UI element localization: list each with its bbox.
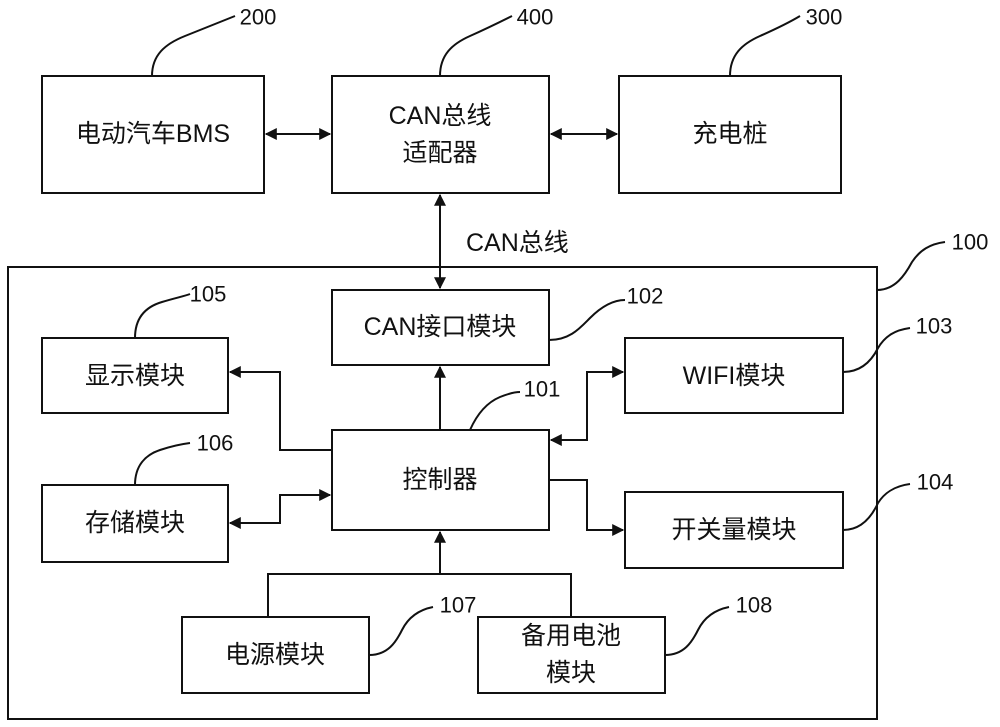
- ref-108-leader: [664, 606, 730, 656]
- controller-to-switch: [549, 479, 625, 536]
- ref-400: 400: [517, 5, 554, 30]
- display-block: 显示模块: [41, 337, 229, 414]
- wifi-label: WIFI模块: [683, 362, 786, 390]
- ref-102-leader: [548, 299, 626, 341]
- ref-103: 103: [916, 314, 953, 339]
- ref-104-leader: [842, 483, 911, 531]
- power-label: 电源模块: [225, 641, 325, 669]
- controller-label: 控制器: [402, 466, 477, 494]
- battery-label-line1: 备用电池: [521, 622, 621, 650]
- adapter-label-line2: 适配器: [402, 139, 477, 167]
- can-interface-label: CAN接口模块: [364, 313, 517, 341]
- can-adapter-block: CAN总线 适配器: [331, 75, 550, 194]
- ref-104: 104: [917, 470, 954, 495]
- bms-block: 电动汽车BMS: [41, 75, 265, 194]
- ref-105: 105: [190, 282, 227, 307]
- storage-block: 存储模块: [41, 484, 229, 563]
- can-interface-block: CAN接口模块: [331, 289, 550, 366]
- ref-300-leader: [729, 15, 801, 77]
- wifi-block: WIFI模块: [624, 337, 844, 414]
- battery-label-line2: 模块: [546, 659, 596, 687]
- ref-200-leader: [151, 15, 236, 77]
- display-label: 显示模块: [85, 362, 185, 390]
- ref-101: 101: [524, 377, 561, 402]
- storage-label: 存储模块: [85, 509, 185, 537]
- charger-block: 充电桩: [618, 75, 842, 194]
- controller-to-display: [228, 366, 332, 451]
- charger-label: 充电桩: [692, 120, 767, 148]
- ref-200: 200: [240, 5, 277, 30]
- power-block: 电源模块: [181, 616, 370, 694]
- ref-107: 107: [440, 593, 477, 618]
- can-bus-label: CAN总线: [466, 229, 569, 257]
- ref-106-leader: [134, 442, 191, 486]
- ref-300: 300: [806, 5, 843, 30]
- controller-block: 控制器: [331, 429, 550, 531]
- ref-103-leader: [842, 327, 911, 373]
- bms-label: 电动汽车BMS: [76, 120, 230, 148]
- ref-105-leader: [134, 293, 191, 339]
- ref-100: 100: [952, 230, 989, 255]
- ref-100-leader: [876, 241, 946, 291]
- controller-wifi-link: [549, 366, 625, 446]
- switch-block: 开关量模块: [624, 491, 844, 569]
- switch-label: 开关量模块: [671, 516, 796, 544]
- ref-108: 108: [736, 593, 773, 618]
- adapter-label-line1: CAN总线: [389, 102, 492, 130]
- ref-400-leader: [439, 15, 513, 77]
- controller-storage-link: [228, 489, 332, 529]
- power-battery-bus: [267, 573, 572, 617]
- ref-106: 106: [197, 431, 234, 456]
- battery-block: 备用电池 模块: [477, 616, 666, 694]
- ref-101-leader: [469, 391, 521, 431]
- ref-102: 102: [627, 284, 664, 309]
- ref-107-leader: [368, 606, 434, 656]
